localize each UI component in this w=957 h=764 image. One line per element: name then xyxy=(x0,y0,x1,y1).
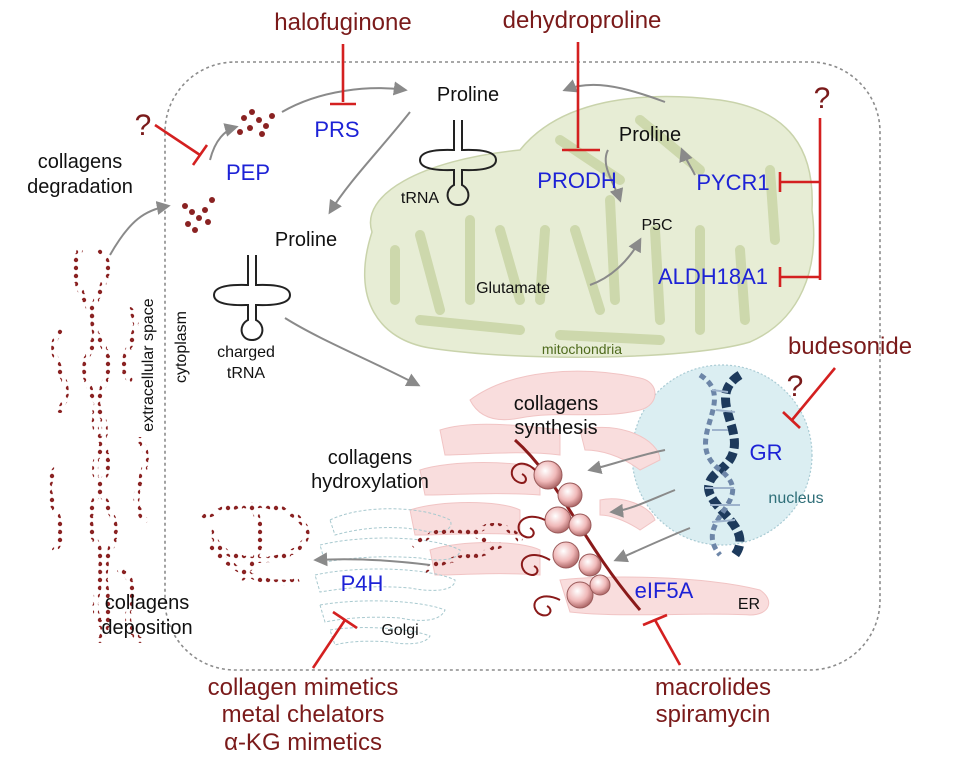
charged-trna-line-1: charged xyxy=(217,344,275,361)
nucleus-label: nucleus xyxy=(768,490,823,507)
aldh18a1-enzyme-label: ALDH18A1 xyxy=(658,264,768,289)
mito-unknown-mark: ? xyxy=(814,82,831,115)
gr-label: GR xyxy=(750,440,783,465)
dehydroproline-label: dehydroproline xyxy=(503,7,662,34)
synthesis-line-1: collagens xyxy=(514,393,599,415)
dna-helix xyxy=(698,371,745,558)
trna-label: tRNA xyxy=(401,190,440,207)
deposition-line-2: deposition xyxy=(101,617,192,639)
hydroxylated-collagen-strands xyxy=(412,523,523,573)
cytoplasm-label: cytoplasm xyxy=(173,311,190,383)
p4h-inhibitor-3-label: α-KG mimetics xyxy=(224,729,382,756)
proline-mito-label: Proline xyxy=(619,124,681,146)
golgi-label: Golgi xyxy=(381,622,418,639)
proline-top-label: Proline xyxy=(437,84,499,106)
trna-icon xyxy=(418,120,498,207)
nucleus-organelle xyxy=(631,364,813,546)
prodh-enzyme-label: PRODH xyxy=(537,168,616,193)
eif5a-inhibitor-2-label: spiramycin xyxy=(656,701,771,728)
degradation-line-1: collagens xyxy=(38,151,123,173)
hydroxylation-line-1: collagens xyxy=(328,447,413,469)
inhibition-lines xyxy=(154,42,837,669)
ribosomes-on-mrna xyxy=(510,438,642,617)
prs-enzyme-label: PRS xyxy=(314,117,359,142)
deposition-line-1: collagens xyxy=(105,592,190,614)
proline-charged-label: Proline xyxy=(275,229,337,251)
pep-enzyme-label: PEP xyxy=(226,160,270,185)
er-label: ER xyxy=(738,596,760,613)
extracellular-space-label: extracellular space xyxy=(140,298,157,432)
halofuginone-label: halofuginone xyxy=(274,9,411,36)
pycr1-enzyme-label: PYCR1 xyxy=(696,170,769,195)
er-organelle xyxy=(409,370,770,616)
hydroxylation-line-2: hydroxylation xyxy=(311,471,429,493)
gr-unknown-mark: ? xyxy=(787,370,804,403)
pathway-arrows xyxy=(109,79,696,567)
synthesis-line-2: synthesis xyxy=(514,417,597,439)
charged-trna-line-2: tRNA xyxy=(227,365,266,382)
charged-trna-icon xyxy=(212,255,292,342)
eif5a-inhibitor-1-label: macrolides xyxy=(655,674,771,701)
p4h-inhibitor-1-label: collagen mimetics xyxy=(208,674,399,701)
p4h-enzyme-label: P4H xyxy=(341,571,384,596)
degradation-line-2: degradation xyxy=(27,176,133,198)
p5c-label: P5C xyxy=(641,217,672,234)
mitochondria-organelle xyxy=(363,95,815,358)
glutamate-label: Glutamate xyxy=(476,280,550,297)
extracellular-collagen-fibers xyxy=(46,247,310,643)
budesonide-label: budesonide xyxy=(788,333,912,360)
mitochondria-label: mitochondria xyxy=(542,341,622,357)
p4h-inhibitor-2-label: metal chelators xyxy=(222,701,385,728)
eif5a-label: eIF5A xyxy=(635,578,694,603)
pep-unknown-mark: ? xyxy=(135,109,152,142)
